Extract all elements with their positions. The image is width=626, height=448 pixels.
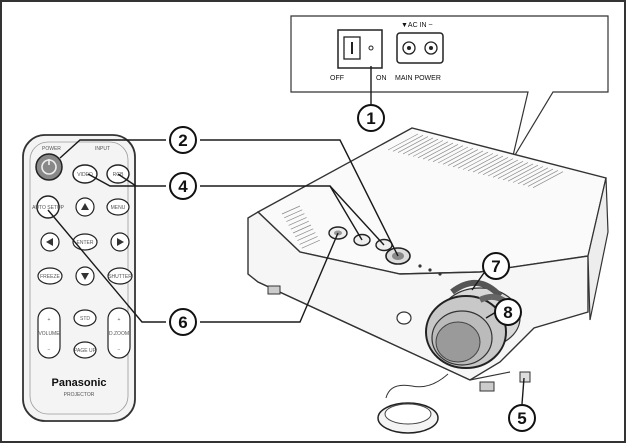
svg-text:5: 5 xyxy=(517,409,526,428)
svg-text:FREEZE: FREEZE xyxy=(40,274,60,280)
off-label: OFF xyxy=(330,75,344,82)
remote-power-label: POWER xyxy=(42,146,61,152)
svg-text:6: 6 xyxy=(178,313,187,332)
remote-dzoom-rocker xyxy=(107,307,131,359)
svg-text:SHUTTER: SHUTTER xyxy=(108,274,132,280)
callout-5: 5 xyxy=(508,404,536,432)
remote-model: PROJECTOR xyxy=(64,392,95,398)
callout-7: 7 xyxy=(482,252,510,280)
remote-std-button xyxy=(73,309,97,327)
callout-4: 4 xyxy=(169,172,197,200)
svg-text:2: 2 xyxy=(178,131,187,150)
svg-text:+: + xyxy=(118,317,121,323)
callout-2: 2 xyxy=(169,126,197,154)
callout-6: 6 xyxy=(169,308,197,336)
remote-shutter-button xyxy=(107,267,133,285)
on-label: ON xyxy=(376,75,387,82)
svg-text:4: 4 xyxy=(178,177,188,196)
svg-text:−: − xyxy=(48,347,51,353)
vent-grille-top xyxy=(387,133,564,189)
svg-text:PAGE UP: PAGE UP xyxy=(74,348,97,354)
svg-text:+: + xyxy=(48,317,51,323)
inset-panel: ▼AC IN ~ OFF ON MAIN POWER xyxy=(290,15,609,161)
svg-text:STD: STD xyxy=(80,316,90,322)
svg-text:ENTER: ENTER xyxy=(77,240,94,246)
svg-text:7: 7 xyxy=(491,257,500,276)
remote-menu-button xyxy=(106,198,130,216)
svg-text:VOLUME: VOLUME xyxy=(38,331,60,337)
svg-text:VIDEO: VIDEO xyxy=(77,172,93,178)
svg-text:1: 1 xyxy=(366,109,375,128)
svg-text:D.ZOOM: D.ZOOM xyxy=(109,331,129,337)
callouts: 1 2 4 6 7 8 5 xyxy=(169,104,536,432)
ac-in-label: ▼AC IN ~ xyxy=(401,22,433,29)
svg-text:8: 8 xyxy=(503,303,512,322)
remote-power-button xyxy=(35,153,63,181)
callout-8: 8 xyxy=(494,298,522,326)
remote-control: POWER INPUT VIDEO RGB AUTO SETUP MENU EN… xyxy=(22,134,136,422)
svg-text:AUTO SETUP: AUTO SETUP xyxy=(32,205,65,211)
remote-page-up-button xyxy=(73,341,97,359)
leader-lines xyxy=(47,66,525,405)
lens-cap xyxy=(377,373,449,434)
callout-1: 1 xyxy=(357,104,385,132)
vent-grille-front xyxy=(281,205,320,249)
remote-video-button xyxy=(72,164,98,184)
ac-in-socket xyxy=(396,32,444,64)
svg-text:MENU: MENU xyxy=(111,205,126,211)
remote-brand: Panasonic xyxy=(51,377,106,389)
remote-volume-rocker xyxy=(37,307,61,359)
main-power-label: MAIN POWER xyxy=(395,75,441,82)
remote-auto-setup-button xyxy=(36,195,60,219)
remote-freeze-button xyxy=(37,267,63,285)
remote-input-label: INPUT xyxy=(95,146,110,152)
svg-text:−: − xyxy=(118,347,121,353)
